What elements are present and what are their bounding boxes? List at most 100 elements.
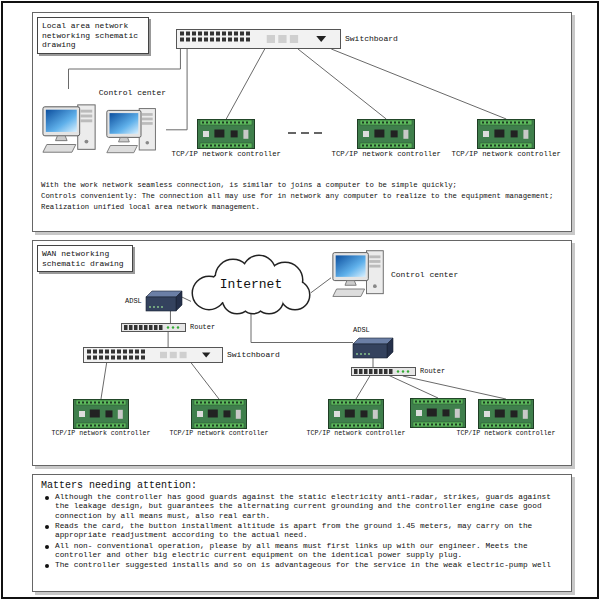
drawing-part — [345, 402, 347, 404]
drawing-part — [398, 122, 400, 124]
drawing-part — [228, 38, 232, 42]
drawing-part — [519, 425, 521, 427]
drawing-part — [480, 120, 532, 125]
drawing-part — [214, 122, 216, 124]
drawing-part — [149, 306, 151, 308]
drawing-part — [353, 425, 355, 427]
drawing-part — [419, 424, 421, 426]
drawing-part — [495, 130, 505, 138]
drawing-part — [123, 356, 127, 360]
controller-board-picture — [357, 119, 415, 149]
drawing-part — [200, 143, 252, 148]
drawing-part — [196, 425, 198, 427]
drawing-part — [230, 122, 232, 124]
drawing-part — [232, 425, 234, 427]
drawing-part — [220, 402, 222, 404]
drawing-part — [333, 289, 365, 296]
notes-panel: Matters needing attention:Although the c… — [32, 474, 572, 592]
drawing-part — [204, 425, 206, 427]
drawing-part — [416, 410, 422, 416]
drawing-part — [451, 424, 453, 426]
drawing-part — [226, 145, 228, 147]
drawing-part — [234, 38, 238, 42]
drawing-part — [122, 402, 124, 404]
drawing-part — [220, 425, 222, 427]
drawing-part — [238, 122, 240, 124]
drawing-part — [208, 410, 218, 418]
drawing-part — [216, 425, 218, 427]
controller-board: TCP/IP network controller — [307, 399, 406, 438]
router-device: Router — [351, 367, 445, 376]
drawing-part — [135, 350, 139, 354]
drawing-part — [435, 424, 437, 426]
drawing-part — [172, 326, 174, 328]
drawing-part — [107, 110, 141, 137]
computer-icon — [333, 251, 383, 297]
drawing-part — [427, 424, 429, 426]
router-device-picture — [351, 367, 416, 376]
drawing-part — [230, 145, 232, 147]
drawing-part — [234, 145, 236, 147]
drawing-part — [349, 425, 351, 427]
drawing-part — [224, 402, 226, 404]
drawing-part — [499, 402, 501, 404]
adsl-modem-picture — [146, 291, 182, 311]
drawing-part — [506, 145, 508, 147]
drawing-part — [90, 425, 92, 427]
drawing-part — [105, 410, 112, 417]
drawing-part — [105, 350, 109, 354]
drawing-part — [228, 425, 230, 427]
drawing-part — [246, 145, 248, 147]
device-label: TCP/IP network controller — [172, 151, 281, 158]
drawing-part — [419, 401, 421, 403]
network-cable — [168, 332, 169, 347]
drawing-part — [129, 325, 133, 330]
drawing-part — [93, 350, 97, 354]
device-label: ADSL — [353, 327, 370, 334]
drawing-part — [85, 140, 89, 144]
drawing-part — [487, 402, 489, 404]
drawing-part — [117, 356, 121, 360]
network-cable — [226, 49, 264, 119]
drawing-part — [210, 145, 212, 147]
drawing-part — [240, 425, 242, 427]
drawing-part — [200, 402, 202, 404]
drawing-part — [87, 350, 91, 354]
drawing-part — [427, 401, 429, 403]
drawing-part — [373, 284, 377, 288]
drawing-part — [360, 353, 362, 355]
device-label: Internet — [220, 278, 282, 291]
drawing-part — [212, 402, 214, 404]
switch-device-picture — [176, 29, 341, 49]
drawing-part — [222, 38, 226, 42]
device-label: TCP/IP network controller — [307, 431, 406, 438]
note-item: All non- conventional operation, please … — [41, 542, 563, 561]
drawing-part — [204, 38, 208, 42]
drawing-part — [159, 325, 163, 330]
drawing-part — [56, 136, 68, 141]
drawing-part — [141, 356, 145, 360]
drawing-part — [495, 402, 497, 404]
drawing-part — [353, 338, 393, 344]
drawing-part — [369, 260, 380, 263]
network-cable — [356, 376, 370, 399]
network-cable — [311, 278, 331, 293]
network-cable — [182, 297, 191, 301]
drawing-part — [176, 291, 182, 311]
drawing-part — [415, 424, 417, 426]
drawing-part — [224, 425, 226, 427]
wan-panel: WAN networking schematic drawingInternet… — [32, 240, 572, 466]
drawing-part — [354, 369, 358, 374]
drawing-part — [331, 400, 381, 405]
drawing-part — [435, 401, 437, 403]
controller-board — [411, 399, 466, 428]
drawing-part — [154, 325, 158, 330]
network-cable — [403, 376, 506, 399]
drawing-part — [333, 425, 335, 427]
drawing-part — [146, 297, 176, 311]
drawing-part — [413, 422, 463, 427]
drawing-part — [495, 425, 497, 427]
drawing-part — [210, 122, 212, 124]
device-label: TCP/IP network controller — [52, 431, 151, 438]
drawing-part — [124, 325, 128, 330]
